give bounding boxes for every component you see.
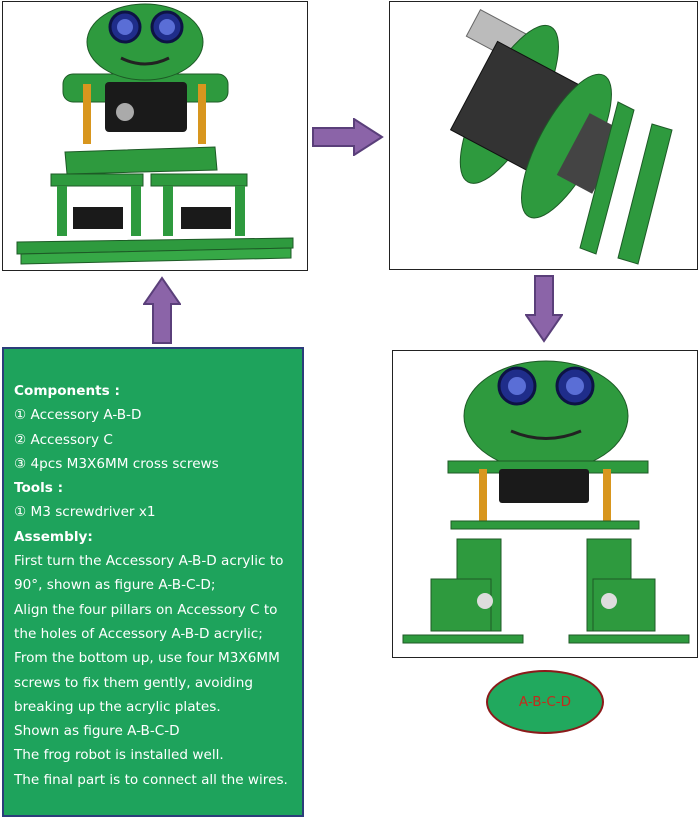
figure-frog-parts-front xyxy=(2,1,308,271)
component-item: ③ 4pcs M3X6MM cross screws xyxy=(14,455,219,472)
arrow-up-icon xyxy=(143,276,181,344)
assembly-line: The frog robot is installed well. xyxy=(14,747,224,764)
arrow-right-icon xyxy=(312,118,384,156)
figure-frog-side-view xyxy=(389,1,698,270)
figure-label-text: A-B-C-D xyxy=(518,694,572,710)
arrow-down-icon xyxy=(525,275,563,343)
assembly-line: the holes of Accessory A-B-D acrylic; xyxy=(14,625,263,642)
tools-heading: Tools : xyxy=(14,480,64,497)
figure-label-badge: A-B-C-D xyxy=(486,670,604,734)
assembly-line: screws to fix them gently, avoiding xyxy=(14,674,254,691)
assembly-heading: Assembly: xyxy=(14,528,93,545)
components-heading: Components : xyxy=(14,383,120,399)
figure-frog-assembled xyxy=(392,350,698,658)
component-item: ① Accessory A-B-D xyxy=(14,407,142,424)
frog-robot-parts-illustration xyxy=(16,3,294,265)
assembly-line: First turn the Accessory A-B-D acrylic t… xyxy=(14,553,284,570)
tool-item: ① M3 screwdriver x1 xyxy=(14,504,156,521)
assembly-line: The final part is to connect all the wir… xyxy=(14,771,288,788)
frog-robot-side-illustration xyxy=(449,9,673,265)
assembly-line: 90°, shown as figure A-B-C-D; xyxy=(14,577,216,594)
instructions-panel: Components : ① Accessory A-B-D ② Accesso… xyxy=(2,347,304,817)
assembly-line: Align the four pillars on Accessory C to xyxy=(14,601,278,618)
assembly-line: Shown as figure A-B-C-D xyxy=(14,723,180,740)
component-item: ② Accessory C xyxy=(14,431,113,448)
assembly-line: breaking up the acrylic plates. xyxy=(14,698,221,715)
assembly-line: From the bottom up, use four M3X6MM xyxy=(14,650,280,667)
frog-robot-assembled-illustration xyxy=(402,360,690,644)
